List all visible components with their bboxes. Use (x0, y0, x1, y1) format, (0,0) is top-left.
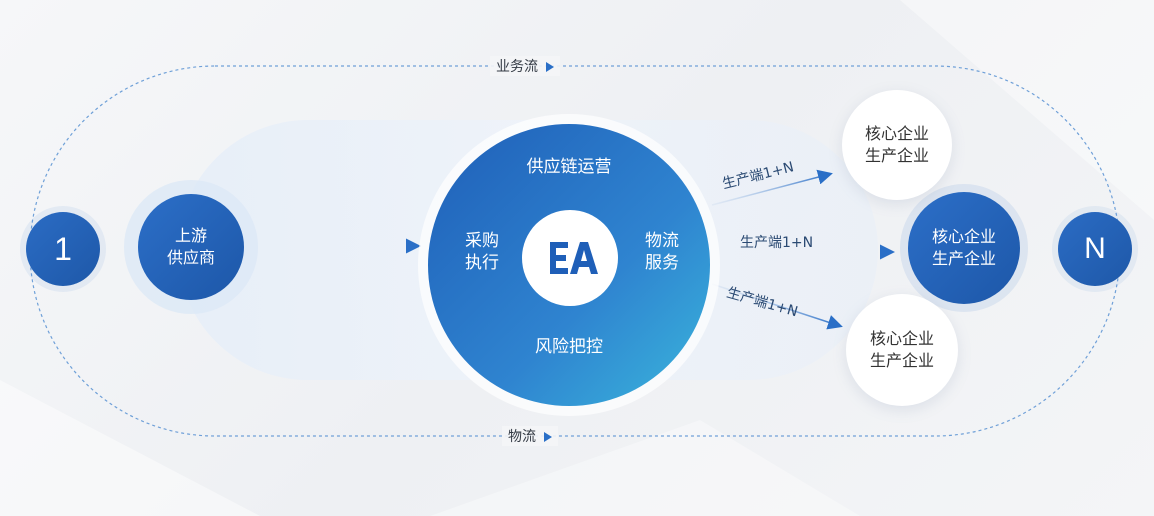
logistics-flow-text: 物流 (508, 429, 536, 445)
enterprise-middle-line1: 核心企业 (931, 227, 996, 246)
hub-top-text: 供应链运营 (526, 157, 612, 177)
play-arrow-icon (544, 432, 552, 442)
endpoint-n-label: N (1084, 232, 1106, 265)
ea-logo-text: EA (540, 236, 542, 237)
enterprise-top-line1: 核心企业 (864, 124, 929, 143)
hub-right-line2: 服务 (645, 253, 679, 273)
hub-left-line2: 执行 (465, 253, 499, 273)
endpoint-one-label: 1 (54, 230, 72, 267)
ea-logo-icon: EA (540, 236, 598, 274)
edge-arrow-lower (711, 283, 843, 330)
endpoint-one: 1 (26, 212, 100, 286)
flow-loop (29, 65, 1121, 437)
business-flow-label: 业务流 (490, 56, 560, 76)
enterprise-bottom-line2: 生产企业 (869, 351, 934, 370)
hub-right-text: 物流 服务 (632, 230, 692, 274)
bg-shape (0, 380, 260, 516)
supplier-line2: 供应商 (166, 248, 215, 267)
enterprise-top-line2: 生产企业 (864, 146, 929, 165)
enterprise-middle-line2: 生产企业 (931, 249, 996, 268)
edge-arrow-upper (711, 169, 833, 206)
bg-shape (900, 0, 1154, 220)
hub-center: EA (522, 210, 618, 306)
hub-left-line1: 采购 (465, 231, 499, 251)
endpoint-n: N (1058, 212, 1132, 286)
business-flow-text: 业务流 (496, 59, 538, 75)
hub-right-line1: 物流 (645, 231, 679, 251)
edge-label-middle: 生产端1+N (740, 235, 814, 251)
supplier-line1: 上游 (174, 226, 207, 245)
enterprise-middle: 核心企业 生产企业 (908, 192, 1020, 304)
hub-bottom-text: 风险把控 (535, 337, 603, 357)
enterprise-bottom: 核心企业 生产企业 (846, 294, 958, 406)
hub-left-text: 采购 执行 (452, 230, 512, 274)
enterprise-bottom-line1: 核心企业 (869, 329, 934, 348)
enterprise-top: 核心企业 生产企业 (842, 90, 952, 200)
play-arrow-icon (546, 62, 554, 72)
bg-shape (430, 420, 860, 516)
logistics-flow-label: 物流 (502, 426, 558, 446)
upstream-supplier: 上游 供应商 (138, 194, 244, 300)
